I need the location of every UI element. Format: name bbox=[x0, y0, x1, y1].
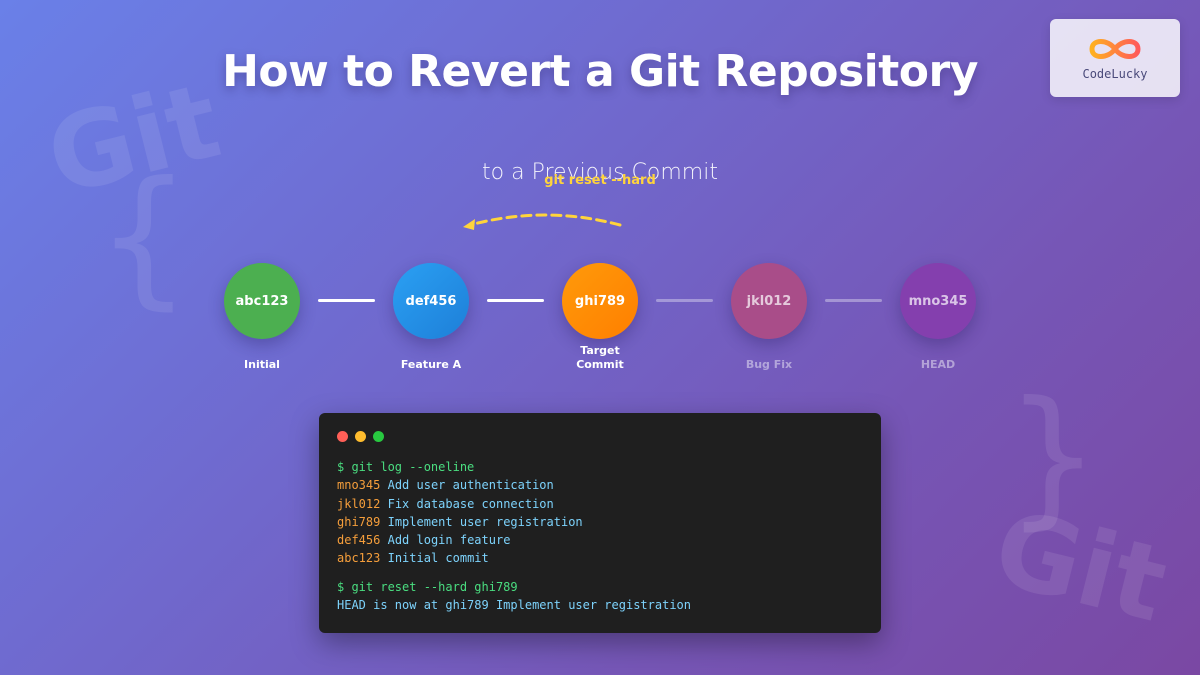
log-hash: ghi789 bbox=[337, 514, 381, 529]
brace-watermark-right: } bbox=[1005, 370, 1101, 544]
terminal-window: $ git log --oneline mno345 Add user auth… bbox=[319, 413, 881, 633]
timeline-connector-faded bbox=[825, 299, 882, 302]
log-line: mno345 Add user authentication bbox=[337, 476, 863, 494]
commit-label-bug-fix: Bug Fix bbox=[745, 358, 793, 371]
page-title: How to Revert a Git Repository bbox=[222, 46, 978, 97]
log-line: ghi789 Implement user registration bbox=[337, 513, 863, 531]
reset-command-label: git reset --hard bbox=[544, 173, 656, 188]
commit-node-jkl012[interactable]: jkl012 bbox=[731, 263, 807, 339]
log-message: Add user authentication bbox=[387, 478, 554, 493]
log-message: Add login feature bbox=[387, 533, 511, 548]
log-message: Fix database connection bbox=[387, 496, 554, 511]
log-hash: abc123 bbox=[337, 551, 381, 566]
commit-label-feature-a: Feature A bbox=[400, 358, 462, 371]
maximize-dot-icon[interactable] bbox=[373, 431, 384, 442]
commit-node-def456[interactable]: def456 bbox=[393, 263, 469, 339]
git-watermark-right: Git bbox=[982, 486, 1178, 646]
window-controls bbox=[337, 431, 863, 442]
timeline-connector bbox=[318, 299, 375, 302]
timeline-connector bbox=[487, 299, 544, 302]
timeline-connector-faded bbox=[656, 299, 713, 302]
terminal-command: $ git reset --hard ghi789 bbox=[337, 579, 518, 594]
commit-label-initial: Initial bbox=[244, 358, 280, 371]
log-hash: mno345 bbox=[337, 478, 381, 493]
commit-node-abc123[interactable]: abc123 bbox=[224, 263, 300, 339]
log-line: abc123 Initial commit bbox=[337, 549, 863, 567]
commit-node-mno345[interactable]: mno345 bbox=[900, 263, 976, 339]
page-subtitle: to a Previous Commit bbox=[482, 160, 718, 185]
reset-arrow-icon bbox=[463, 213, 622, 230]
infinity-logo-icon bbox=[1089, 39, 1141, 59]
commit-label-target: Target Commit bbox=[576, 344, 624, 371]
terminal-output: HEAD is now at ghi789 Implement user reg… bbox=[337, 598, 692, 613]
minimize-dot-icon[interactable] bbox=[355, 431, 366, 442]
codelucky-logo[interactable]: CodeLucky bbox=[1050, 19, 1180, 97]
commit-label-head: HEAD bbox=[920, 358, 956, 371]
log-line: def456 Add login feature bbox=[337, 531, 863, 549]
log-hash: def456 bbox=[337, 533, 381, 548]
log-line: jkl012 Fix database connection bbox=[337, 495, 863, 513]
log-hash: jkl012 bbox=[337, 496, 381, 511]
commit-node-ghi789[interactable]: ghi789 bbox=[562, 263, 638, 339]
log-message: Implement user registration bbox=[387, 514, 583, 529]
log-message: Initial commit bbox=[387, 551, 489, 566]
logo-text: CodeLucky bbox=[1082, 67, 1148, 81]
terminal-command: $ git log --oneline bbox=[337, 460, 475, 474]
close-dot-icon[interactable] bbox=[337, 431, 348, 442]
